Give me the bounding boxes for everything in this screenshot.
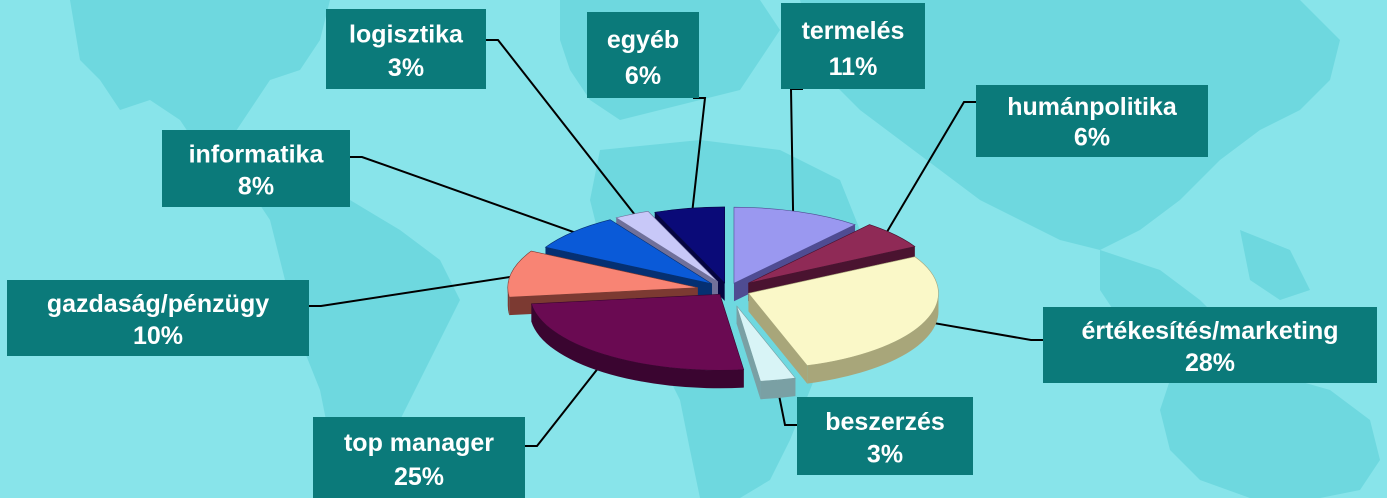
label-box	[781, 3, 925, 89]
slice-label-5: gazdaság/pénzügy 10%	[7, 280, 309, 356]
label-box	[587, 12, 699, 98]
label-box	[7, 280, 309, 356]
slice-labels: termelés11%humánpolitika6%értékesítés/ma…	[7, 3, 1377, 498]
slice-percent: 6%	[1074, 123, 1110, 151]
leader-line-6	[350, 156, 585, 237]
slice-name: értékesítés/marketing	[1081, 317, 1338, 345]
slice-name: egyéb	[607, 26, 679, 54]
slice-name: humánpolitika	[1007, 93, 1178, 121]
leader-line-5	[309, 273, 527, 307]
slice-name: informatika	[189, 140, 325, 168]
pie-slice-4	[531, 293, 745, 389]
slice-name: logisztika	[349, 21, 464, 49]
slice-percent: 28%	[1185, 349, 1235, 377]
slice-label-4: top manager 25%	[313, 417, 525, 498]
slice-percent: 6%	[625, 62, 661, 90]
leader-line-1	[882, 101, 976, 240]
leader-line-4	[525, 348, 614, 447]
slice-name: beszerzés	[825, 408, 945, 436]
slice-percent: 10%	[133, 322, 183, 350]
slice-percent: 8%	[238, 173, 274, 201]
slice-label-2: értékesítés/marketing 28%	[1043, 307, 1377, 383]
label-box	[1043, 307, 1377, 383]
pie-slice-2	[747, 256, 939, 384]
slice-label-8: egyéb 6%	[587, 12, 699, 98]
slice-label-6: informatika 8%	[162, 130, 350, 207]
slice-name: top manager	[344, 429, 494, 457]
label-leader-lines	[309, 39, 1043, 447]
label-box	[313, 417, 525, 498]
slice-percent: 25%	[394, 463, 444, 491]
leader-line-2	[910, 318, 1043, 341]
slice-percent: 3%	[867, 441, 903, 469]
pie-slice-3	[736, 305, 796, 400]
label-box	[976, 85, 1208, 157]
slice-percent: 3%	[388, 54, 424, 82]
leader-line-7	[486, 39, 640, 221]
slice-percent: 11%	[829, 53, 878, 81]
label-box	[797, 397, 973, 475]
slice-label-0: termelés 11%	[781, 3, 925, 89]
slice-name: gazdaság/pénzügy	[47, 290, 269, 318]
label-box	[326, 9, 486, 89]
slice-label-7: logisztika 3%	[326, 9, 486, 89]
pie-slices	[507, 206, 939, 400]
slice-name: termelés	[802, 17, 905, 45]
slice-label-3: beszerzés 3%	[797, 397, 973, 475]
label-box	[162, 130, 350, 207]
